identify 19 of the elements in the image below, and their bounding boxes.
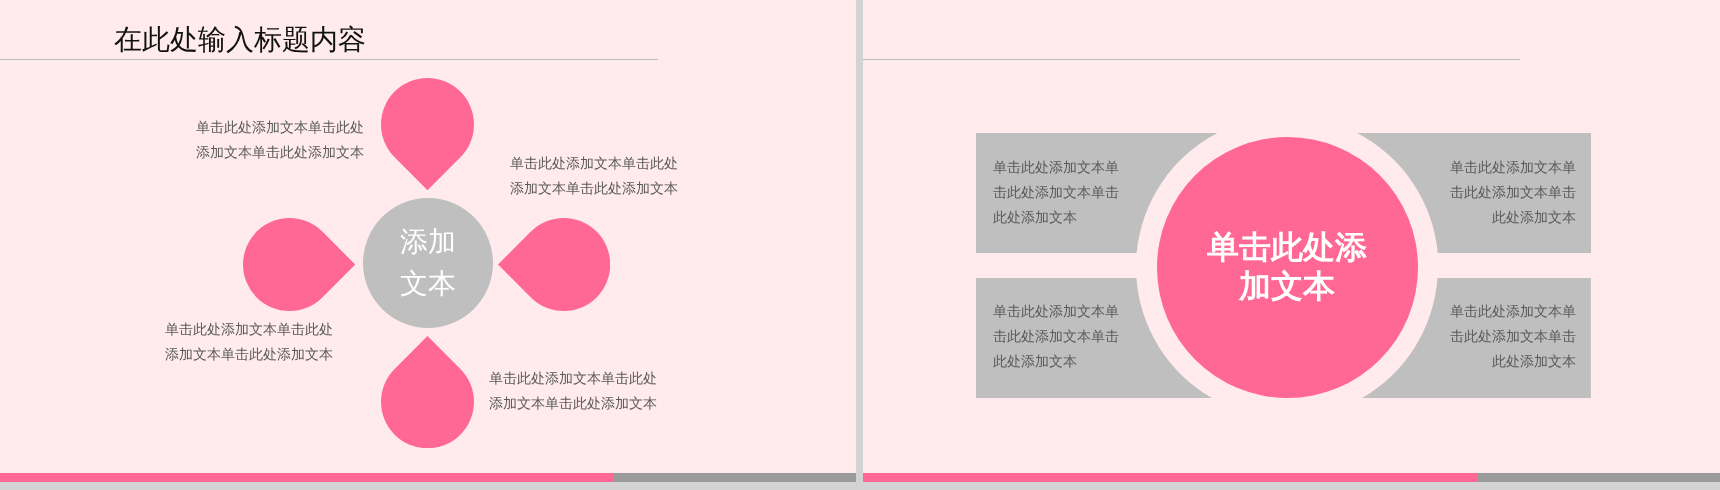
teardrop-shape: [381, 78, 474, 191]
teardrop-shape: [381, 336, 474, 449]
text-panel: [1362, 278, 1591, 398]
panel-text: 单击此处添加文本单击此处添加文本单击此处添加文本: [993, 302, 1120, 371]
circle-shape: [363, 198, 493, 328]
circle-text: 单击此处添加文本: [1206, 228, 1368, 306]
slide-title: 在此处输入标题内容: [114, 23, 366, 57]
side-text: 单击此处添加文本单击此处添加文本单击此处添加文本: [164, 319, 334, 364]
side-text: 单击此处添加文本单击此处添加文本单击此处添加文本: [488, 369, 658, 413]
text-panel: [976, 278, 1212, 398]
circle-shape: [1156, 136, 1418, 398]
teardrop-shape: [243, 217, 356, 311]
teardrop-shape: [498, 217, 611, 311]
circle-text: 添加文本: [399, 224, 457, 302]
side-text: 单击此处添加文本单击此处添加文本单击此处添加文本: [509, 153, 679, 198]
panel-text: 单击此处添加文本单击此处添加文本单击此处添加文本: [1449, 302, 1576, 371]
panel-text: 单击此处添加文本单击此处添加文本单击此处添加文本: [993, 158, 1120, 227]
side-text: 单击此处添加文本单击此处添加文本单击此处添加文本: [196, 117, 365, 162]
panel-text: 单击此处添加文本单击此处添加文本单击此处添加文本: [1449, 158, 1576, 227]
